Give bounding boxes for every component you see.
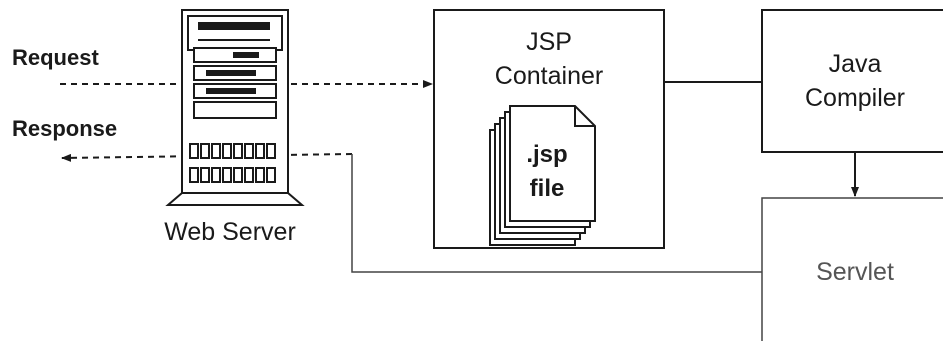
jsp-file-label-line2: file (530, 175, 565, 202)
server-tower-icon (165, 9, 305, 206)
jsp-container-title-line2: Container (495, 62, 603, 90)
document-stack-icon (489, 105, 596, 246)
java-compiler-box (761, 9, 943, 153)
response-label: Response (12, 116, 117, 141)
jsp-file-label-line1: .jsp (526, 141, 567, 168)
jsp-container-title-line1: JSP (526, 28, 572, 56)
servlet-box (761, 197, 943, 341)
java-compiler-title-line2: Compiler (805, 84, 905, 112)
java-compiler-title-line1: Java (829, 50, 882, 78)
request-label: Request (12, 45, 99, 70)
servlet-return-line (351, 154, 762, 273)
web-server-label: Web Server (164, 218, 296, 246)
servlet-label: Servlet (816, 258, 894, 286)
